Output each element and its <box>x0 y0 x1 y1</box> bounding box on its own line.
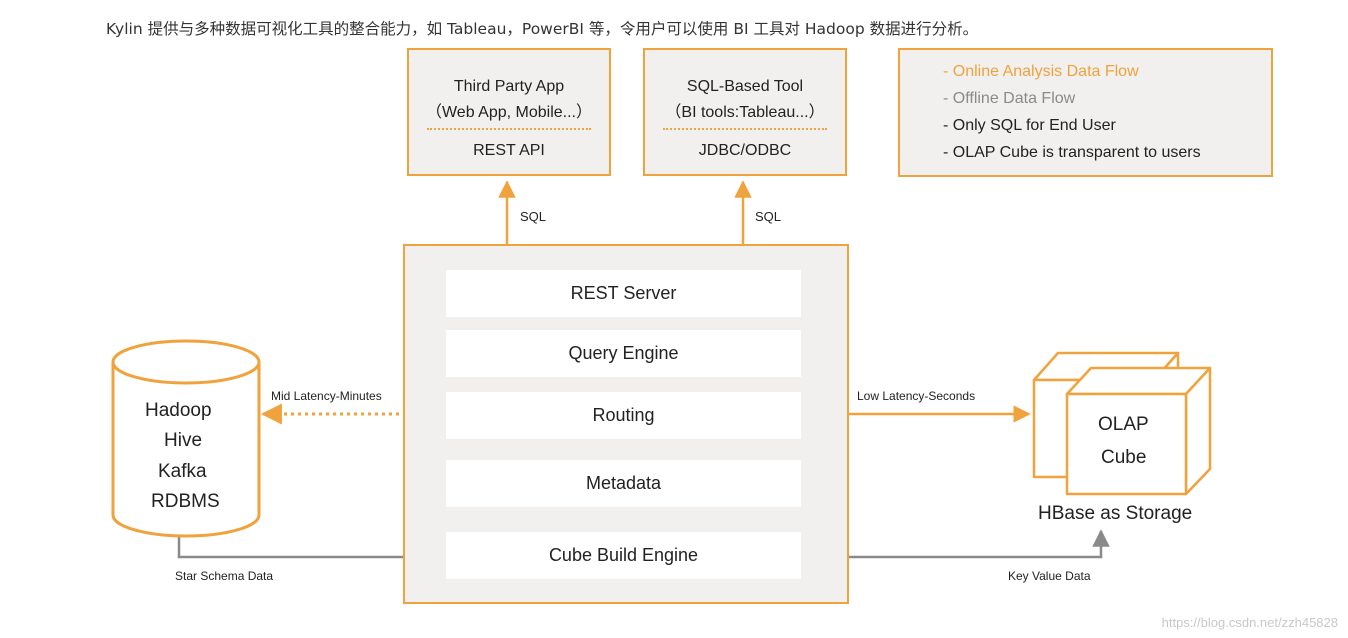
mid-latency-label: Mid Latency-Minutes <box>271 389 382 403</box>
rest-api-label: REST API <box>473 142 545 159</box>
divider <box>427 128 591 130</box>
source-hive: Hive <box>164 430 203 451</box>
divider <box>663 128 827 130</box>
sql-label-right: SQL <box>755 209 782 224</box>
intro-text: Kylin 提供与多种数据可视化工具的整合能力，如 Tableau，PowerB… <box>106 20 979 38</box>
legend-box: - Online Analysis Data Flow - Offline Da… <box>898 48 1273 177</box>
source-hadoop: Hadoop <box>145 400 212 421</box>
hbase-storage-label: HBase as Storage <box>1038 503 1193 524</box>
olap-label: OLAP <box>1098 414 1149 435</box>
sql-tool-box: SQL-Based Tool （BI tools:Tableau...） JDB… <box>643 48 847 176</box>
metadata-component: Metadata <box>446 460 801 507</box>
key-value-arrow <box>813 529 1110 559</box>
third-party-app-subtitle: （Web App, Mobile...） <box>425 104 592 121</box>
legend-sql-only: - Only SQL for End User <box>943 117 1116 134</box>
watermark: https://blog.csdn.net/zzh45828 <box>1161 615 1338 630</box>
rest-server-component: REST Server <box>446 270 801 317</box>
legend-online: - Online Analysis Data Flow <box>943 63 1139 80</box>
routing-component: Routing <box>446 392 801 439</box>
legend-transparent: - OLAP Cube is transparent to users <box>943 144 1201 161</box>
jdbc-odbc-label: JDBC/ODBC <box>698 142 792 159</box>
third-party-app-box: Third Party App （Web App, Mobile...） RES… <box>407 48 611 176</box>
third-party-app-title: Third Party App <box>453 78 565 95</box>
sql-label-left: SQL <box>520 209 547 224</box>
olap-cube-icon <box>1032 351 1212 496</box>
low-latency-label: Low Latency-Seconds <box>857 389 976 403</box>
star-schema-label: Star Schema Data <box>175 569 274 583</box>
key-value-label: Key Value Data <box>1008 569 1091 583</box>
star-schema-arrow <box>177 537 446 566</box>
cube-build-engine-component: Cube Build Engine <box>446 532 801 579</box>
query-engine-component: Query Engine <box>446 330 801 377</box>
source-kafka: Kafka <box>158 461 207 482</box>
cube-label: Cube <box>1101 447 1147 468</box>
legend-offline: - Offline Data Flow <box>943 90 1076 107</box>
sql-tool-title: SQL-Based Tool <box>686 78 804 95</box>
sql-tool-subtitle: （BI tools:Tableau...） <box>665 104 825 121</box>
source-rdbms: RDBMS <box>151 491 220 512</box>
data-source-cylinder <box>111 339 261 538</box>
